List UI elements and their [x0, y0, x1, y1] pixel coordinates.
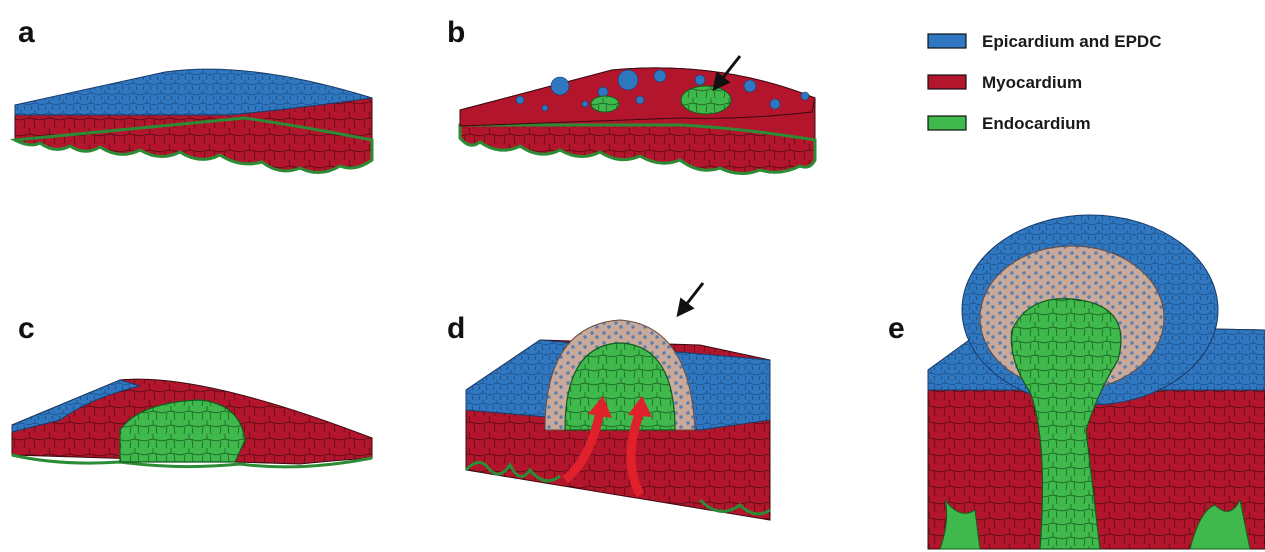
- legend-label-epicardium: Epicardium and EPDC: [982, 32, 1161, 51]
- legend-swatch-myocardium: [928, 75, 966, 89]
- legend-swatch-endocardium: [928, 116, 966, 130]
- panel-c-illustration: [12, 379, 372, 467]
- panel-label-c: c: [18, 312, 35, 345]
- legend-swatch-epicardium: [928, 34, 966, 48]
- legend: Epicardium and EPDC Myocardium Endocardi…: [928, 32, 1161, 133]
- panel-d-illustration: [466, 283, 770, 520]
- legend-label-endocardium: Endocardium: [982, 114, 1091, 133]
- panel-label-e: e: [888, 312, 905, 345]
- panel-b-illustration: [460, 56, 815, 174]
- panel-label-d: d: [447, 312, 465, 345]
- black-arrow-icon: [682, 283, 703, 310]
- panel-a-illustration: [15, 69, 372, 172]
- panel-e-illustration: [928, 215, 1265, 549]
- panel-label-a: a: [18, 16, 35, 49]
- panel-label-b: b: [447, 16, 465, 49]
- legend-label-myocardium: Myocardium: [982, 73, 1082, 92]
